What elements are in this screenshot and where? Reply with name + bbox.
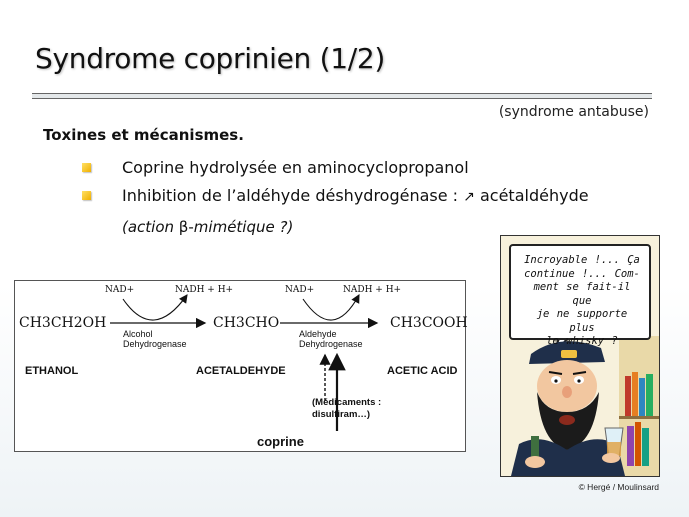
enzyme-alcohol-dehydrogenase: Alcohol Dehydrogenase [123,329,187,349]
mechanism-note: (action β-mimétique ?) [122,218,293,236]
acetic-acid-label: ACETIC ACID [387,365,458,377]
pathway-arrows [110,294,379,431]
bullet-marker [82,191,91,200]
nad-label-1: NAD+ [105,285,135,295]
increase-arrow-icon: ↗ [463,189,475,205]
enzyme-line: Aldehyde [299,329,337,339]
cofactor-curve-2 [302,294,360,321]
bullet-text-start: Inhibition de l’aldéhyde déshydrogénase … [122,186,459,205]
speech-text: Incroyable !... Ça continue !... Com- me… [521,254,643,349]
nadh-label-2: NADH + H+ [343,285,402,295]
acetic-acid-formula: CH3COOH [390,315,468,331]
note-open: ( [122,218,128,236]
nadh-label-1: NADH + H+ [175,285,234,295]
ethanol-label: ETHANOL [25,365,79,377]
bullet-text: Inhibition de l’aldéhyde déshydrogénase … [122,186,589,205]
title-rule [32,93,652,99]
page-title: Syndrome coprinien (1/2) [35,42,385,75]
speech-line: je ne supporte plus [536,308,628,334]
drug-note-line: disulfiram…) [312,409,371,420]
comic-illustration [511,333,659,476]
acetaldehyde-formula: CH3CHO [213,315,280,331]
drug-inhibitor-note: (Médicaments : disulfiram…) [312,397,381,421]
section-heading: Toxines et mécanismes. [43,126,244,144]
subtitle-note: (syndrome antabuse) [498,104,649,120]
enzyme-line: Alcohol [123,329,153,339]
ethanol-formula: CH3CH2OH [19,315,107,331]
note-greek: β- [174,218,194,236]
coprine-label: coprine [257,434,304,449]
nad-label-2: NAD+ [285,285,315,295]
cofactor-curve-1 [122,294,188,321]
enzyme-line: Dehydrogenase [123,339,187,349]
note-action: action [127,218,175,236]
speech-line: continue !... Com- [524,267,640,280]
acetaldehyde-label: ACETALDEHYDE [196,365,286,377]
speech-line: ment se fait-il que [533,281,631,307]
bullet-marker [82,163,91,172]
speech-line: le whisky ? [546,335,618,347]
metabolism-diagram: CH3CH2OH CH3CHO CH3COOH NAD+ NADH + H+ N… [14,280,468,452]
enzyme-aldehyde-dehydrogenase: Aldehyde Dehydrogenase [299,329,363,349]
drug-note-line: (Médicaments : [312,397,382,408]
note-mimetic: mimétique ?) [193,218,294,236]
bullet-text: Coprine hydrolysée en aminocyclopropanol [122,158,469,177]
speech-bubble: Incroyable !... Ça continue !... Com- me… [509,244,651,347]
enzyme-line: Dehydrogenase [299,339,363,349]
bullet-text-end: acétaldéhyde [479,186,589,205]
comic-panel: Incroyable !... Ça continue !... Com- me… [500,235,660,477]
image-credit: © Hergé / Moulinsard [578,482,659,492]
speech-line: Incroyable !... Ça [524,254,640,266]
